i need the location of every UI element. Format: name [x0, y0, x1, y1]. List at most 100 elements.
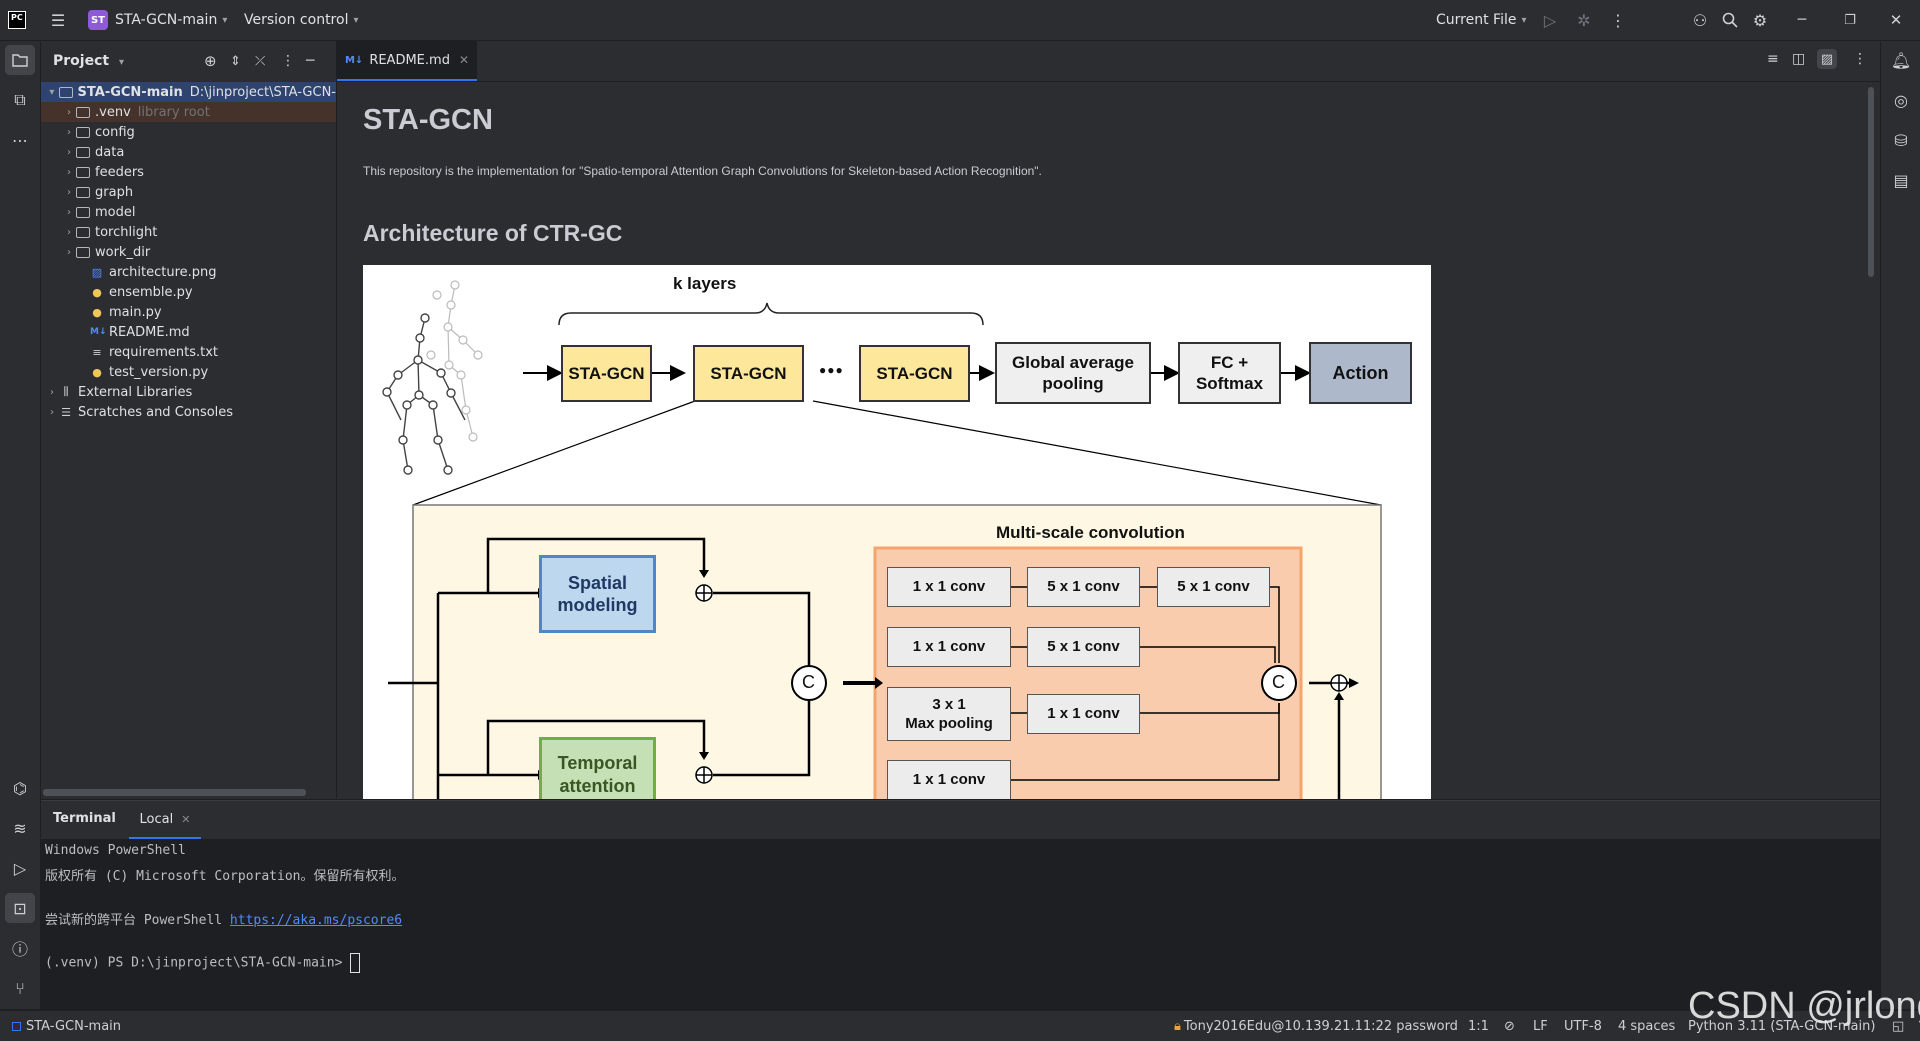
status-bar: STA-GCN-main 🔒︎Tony2016Edu@10.139.21.11:… — [0, 1010, 1920, 1041]
terminal-line: 尝试新的跨平台 PowerShell https://aka.ms/pscore… — [45, 913, 403, 928]
terminal-prompt-line[interactable]: (.venv) PS D:\jinproject\STA-GCN-main> — [45, 953, 361, 973]
python-file-icon: ● — [92, 365, 102, 379]
tree-item-work-dir[interactable]: ›work_dir — [41, 242, 336, 262]
status-interpreter[interactable]: Python 3.11 (STA-GCN-main) — [1688, 1018, 1876, 1034]
conv-5x1-branch1a: 5 x 1 conv — [1027, 567, 1140, 607]
preview-only-icon[interactable]: ▨ — [1817, 49, 1837, 69]
close-tab-icon[interactable]: ✕ — [181, 812, 191, 826]
tree-item-architecture-png[interactable]: ▨architecture.png — [41, 262, 336, 282]
conv-1x1-branch1: 1 x 1 conv — [887, 567, 1011, 607]
editor-more-icon[interactable]: ⋮ — [1853, 51, 1867, 67]
tab-local[interactable]: Local ✕ — [129, 801, 201, 839]
horizontal-scrollbar[interactable] — [43, 789, 306, 796]
layers-icon[interactable]: ≋ — [13, 818, 27, 838]
terminal-link[interactable]: https://aka.ms/pscore6 — [229, 913, 403, 928]
chevron-down-icon: ▾ — [49, 86, 55, 98]
tab-readme[interactable]: M↓ README.md ✕ — [337, 41, 477, 81]
add-user-icon[interactable]: ⚇ — [1692, 10, 1708, 30]
expand-all-icon[interactable]: ⇕ — [230, 53, 241, 69]
problems-icon[interactable]: ⓘ — [11, 940, 28, 959]
scratches-icon: ☰ — [61, 405, 71, 419]
text-file-icon: ≡ — [92, 345, 102, 359]
tree-item-config[interactable]: ›config — [41, 122, 336, 142]
chevron-right-icon: › — [67, 106, 71, 118]
status-encoding[interactable]: UTF-8 — [1564, 1018, 1602, 1034]
tree-item-readme-md[interactable]: M↓README.md — [41, 322, 336, 342]
tab-label: README.md — [369, 52, 450, 68]
skeleton-ghost — [426, 280, 483, 442]
search-icon[interactable] — [1716, 6, 1744, 34]
services-icon[interactable]: ▷ — [13, 858, 27, 878]
k-layers-label: k layers — [673, 274, 737, 293]
terminal-tool-icon[interactable]: ⊡ — [5, 893, 35, 923]
editor-only-icon[interactable]: ≡ — [1767, 51, 1779, 67]
hide-panel-icon[interactable]: ─ — [306, 53, 315, 69]
status-indent[interactable]: 4 spaces — [1618, 1018, 1676, 1034]
close-tab-icon[interactable]: ✕ — [458, 53, 470, 67]
memory-indicator-icon[interactable]: ◱ — [1892, 1018, 1905, 1034]
terminal-title[interactable]: Terminal — [53, 811, 116, 826]
notifications-icon[interactable]: 🔔︎ — [1890, 50, 1912, 70]
status-line-separator[interactable]: LF — [1533, 1018, 1548, 1034]
tree-item-label: model — [95, 204, 136, 220]
tree-item-venv[interactable]: › .venv library root — [41, 102, 336, 122]
restore-icon[interactable]: ❐ — [1844, 12, 1856, 28]
tree-item-model[interactable]: ›model — [41, 202, 336, 222]
tree-item-label: ensemble.py — [109, 284, 193, 300]
readonly-toggle-icon[interactable]: ⊘ — [1504, 1018, 1515, 1034]
project-selector[interactable]: ST STA-GCN-main▾ — [88, 0, 227, 40]
status-project[interactable]: STA-GCN-main — [12, 1011, 121, 1041]
tab-local-label: Local — [139, 811, 174, 827]
terminal-panel: Terminal Local ✕ Windows PowerShell 版权所有… — [41, 800, 1880, 1010]
tree-item-scratches[interactable]: ›☰Scratches and Consoles — [41, 402, 336, 422]
chevron-right-icon: › — [67, 166, 71, 178]
git-icon[interactable]: ⑂ — [15, 978, 25, 998]
preview-scrollbar[interactable] — [1868, 87, 1874, 277]
collapse-all-icon[interactable]: ⤫ — [255, 53, 266, 69]
tree-item-test-version-py[interactable]: ●test_version.py — [41, 362, 336, 382]
conv-5x1-branch1b: 5 x 1 conv — [1157, 567, 1270, 607]
tree-item-requirements-txt[interactable]: ≡requirements.txt — [41, 342, 336, 362]
options-icon[interactable]: ⋮ — [281, 53, 295, 69]
tree-item-torchlight[interactable]: ›torchlight — [41, 222, 336, 242]
sciview-icon[interactable]: ▤ — [1893, 170, 1909, 190]
tree-item-label: External Libraries — [78, 384, 193, 400]
project-badge: ST — [88, 10, 108, 30]
split-view-icon[interactable]: ◫ — [1792, 51, 1806, 67]
lock-icon: 🔒︎ — [1174, 1018, 1181, 1034]
close-window-icon[interactable]: ✕ — [1889, 11, 1903, 29]
tree-item-graph[interactable]: ›graph — [41, 182, 336, 202]
app-logo[interactable]: PC — [8, 0, 26, 40]
chevron-right-icon: › — [50, 386, 54, 398]
status-caret-position[interactable]: 1:1 — [1468, 1018, 1489, 1034]
project-panel-title[interactable]: Project ▾ — [53, 53, 124, 69]
tree-item-feeders[interactable]: ›feeders — [41, 162, 336, 182]
readme-intro: This repository is the implementation fo… — [363, 164, 1042, 178]
structure-tool-icon[interactable]: ⧉ — [14, 90, 26, 109]
tree-item-ensemble-py[interactable]: ●ensemble.py — [41, 282, 336, 302]
tree-item-label: work_dir — [95, 244, 151, 260]
chevron-right-icon: › — [50, 406, 54, 418]
settings-icon[interactable]: ⚙ — [1752, 10, 1768, 30]
more-tools-icon[interactable]: ⋯ — [12, 130, 28, 150]
run-config-selector[interactable]: Current File▾ — [1436, 0, 1527, 40]
tree-item-root[interactable]: ▾ STA-GCN-main D:\jinproject\STA-GCN- — [41, 82, 336, 102]
more-actions-icon[interactable]: ⋮ — [1610, 10, 1626, 30]
tree-item-external-libraries[interactable]: ›⫼External Libraries — [41, 382, 336, 402]
action-block: Action — [1309, 342, 1412, 404]
ai-assistant-icon[interactable]: ◎ — [1894, 90, 1908, 110]
minimize-icon[interactable]: ─ — [1797, 12, 1807, 28]
folder-icon — [76, 186, 90, 198]
locate-icon[interactable]: ⊕ — [204, 52, 217, 70]
tree-item-data[interactable]: ›data — [41, 142, 336, 162]
tree-item-main-py[interactable]: ●main.py — [41, 302, 336, 322]
database-icon[interactable]: ⛁ — [1894, 130, 1908, 150]
version-control-menu[interactable]: Version control▾ — [244, 0, 359, 40]
python-packages-icon[interactable]: ⌬ — [13, 778, 27, 798]
main-menu-icon[interactable]: ☰ — [50, 10, 66, 30]
project-tool-icon[interactable] — [5, 45, 35, 75]
status-remote[interactable]: 🔒︎Tony2016Edu@10.139.21.11:22 password — [1174, 1018, 1458, 1034]
debug-icon[interactable]: ✲ — [1577, 10, 1591, 30]
run-icon[interactable]: ▷ — [1543, 10, 1557, 30]
